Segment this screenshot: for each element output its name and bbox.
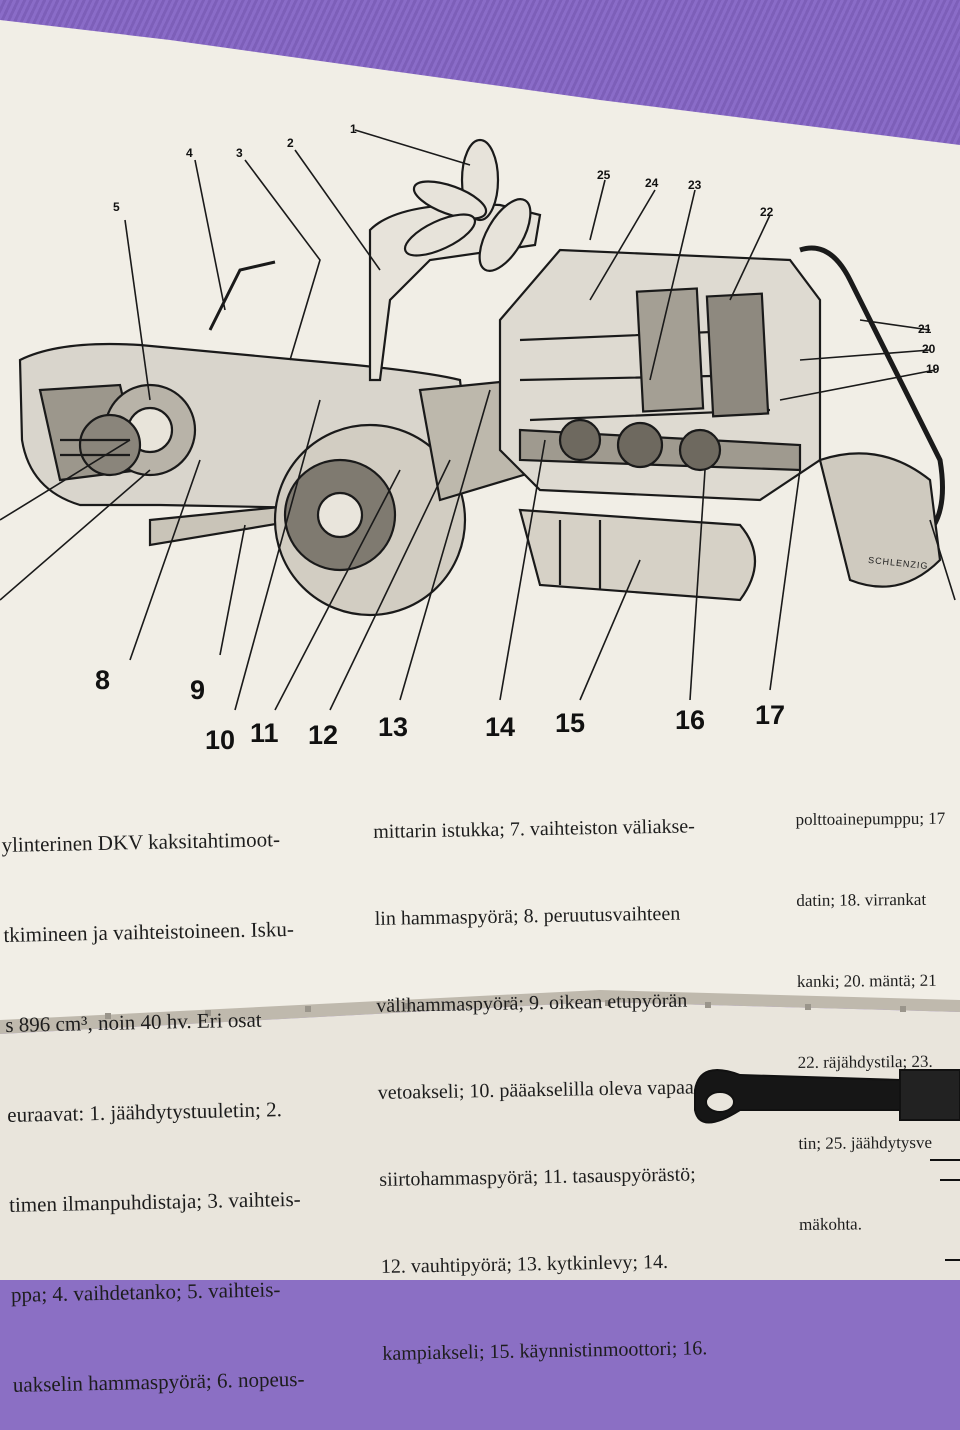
caption-left-line: ylinterinen DKV kaksitahtimoot- <box>1 827 281 857</box>
callout-2: 2 <box>287 136 294 150</box>
callout-17: 17 <box>755 700 786 730</box>
caption-middle-line: vetoakseli; 10. pääakselilla oleva vapaa <box>377 1076 694 1104</box>
callout-16: 16 <box>675 705 706 735</box>
caption-right-line: kanki; 20. mäntä; 21 <box>796 970 937 991</box>
lower-shaft-drawing <box>694 1069 960 1261</box>
callout-5: 5 <box>113 200 120 214</box>
callout-23: 23 <box>688 178 702 192</box>
callout-22: 22 <box>760 205 774 219</box>
leader-lines <box>0 129 956 711</box>
caption-left-line: s 896 cm³, noin 40 hv. Eri osat <box>5 1007 262 1037</box>
callout-3: 3 <box>236 146 243 160</box>
caption-middle-line: siirtohammaspyörä; 11. tasauspyörästö; <box>379 1163 696 1191</box>
book-photo <box>0 20 960 1280</box>
cooling-fan <box>403 138 532 272</box>
starter-motor <box>518 508 757 602</box>
callout-1: 1 <box>350 122 357 136</box>
callout-25: 25 <box>597 168 611 182</box>
callout-14: 14 <box>485 712 516 742</box>
page-edge-shadow <box>0 990 960 1034</box>
callout-20: 20 <box>922 342 936 356</box>
caption-left: ylinterinen DKV kaksitahtimoot- tkiminee… <box>0 764 305 1430</box>
caption-left-line: euraavat: 1. jäähdytystuuletin; 2. <box>6 1097 283 1127</box>
callout-11: 11 <box>250 718 279 748</box>
caption-middle-line: lin hammaspyörä; 8. peruutusvaihteen <box>374 902 681 930</box>
caption-middle-line: 12. vauhtipyörä; 13. kytkinlevy; 14. <box>380 1250 669 1278</box>
caption-right-line: tin; 25. jäähdytysve <box>798 1132 933 1153</box>
shift-lever <box>208 260 276 331</box>
callout-8: 8 <box>95 665 111 695</box>
caption-middle-line: välihammaspyörä; 9. oikean etupyörän <box>376 989 688 1017</box>
caption-right-line: mäkohta. <box>799 1214 863 1234</box>
engine-illustration <box>0 129 956 711</box>
callout-4: 4 <box>186 146 193 160</box>
callout-12: 12 <box>308 720 339 750</box>
callout-19: 19 <box>926 362 940 376</box>
callout-10: 10 <box>205 725 236 755</box>
binding-marks <box>105 1000 906 1019</box>
caption-right-line: datin; 18. virrankat <box>796 889 927 910</box>
caption-left-line: uakselin hammaspyörä; 6. nopeus- <box>12 1366 305 1397</box>
callout-9: 9 <box>190 675 206 705</box>
callout-15: 15 <box>555 708 586 738</box>
callout-13: 13 <box>378 712 409 742</box>
caption-right-line: polttoainepumppu; 17 <box>795 808 946 829</box>
callout-24: 24 <box>645 176 659 190</box>
caption-right-line: 22. räjähdystila; 23. <box>797 1051 933 1072</box>
caption-right: polttoainepumppu; 17 datin; 18. virranka… <box>795 751 949 1265</box>
caption-left-line: tkimineen ja vaihteistoineen. Isku- <box>3 916 295 947</box>
caption-middle: mittarin istukka; 7. vaihteiston väliaks… <box>372 754 708 1398</box>
callout-21: 21 <box>918 322 932 336</box>
caption-middle-line: mittarin istukka; 7. vaihteiston väliaks… <box>373 815 696 843</box>
caption-middle-line: kampiakseli; 15. käynnistinmoottori; 16. <box>382 1337 708 1365</box>
caption-left-line: ppa; 4. vaihdetanko; 5. vaihteis- <box>10 1277 281 1307</box>
caption-left-line: timen ilmanpuhdistaja; 3. vaihteis- <box>8 1186 301 1217</box>
